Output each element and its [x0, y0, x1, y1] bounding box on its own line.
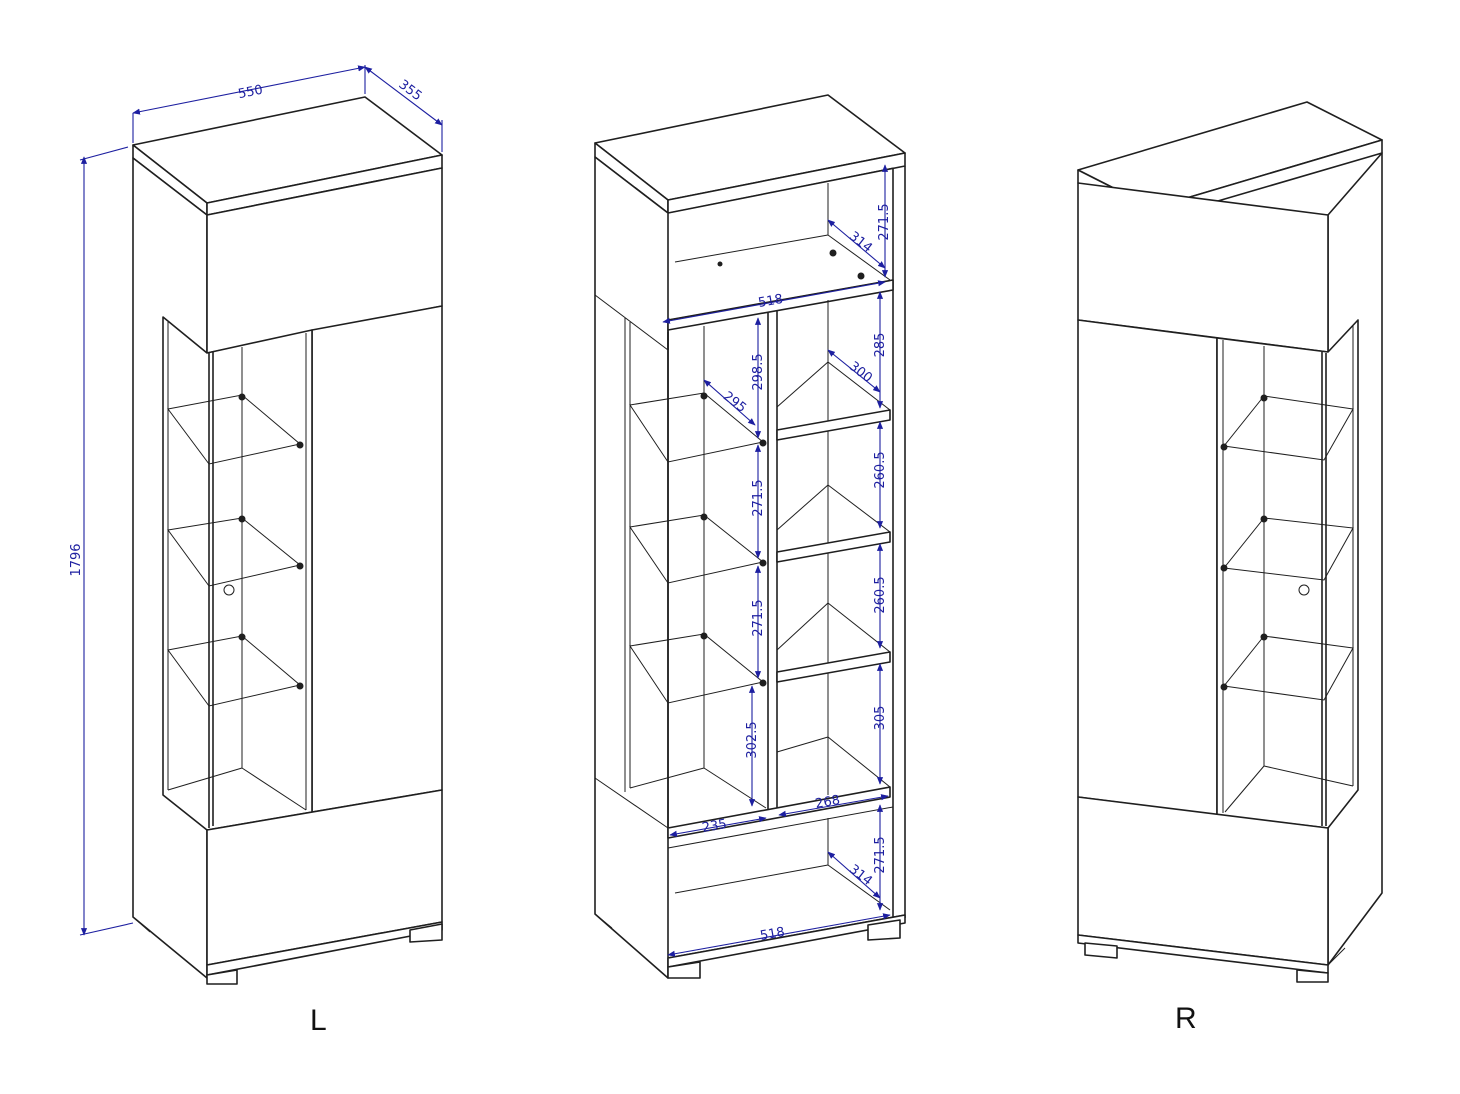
dim-right-bottom-width: 268: [814, 793, 841, 812]
dim-depth: 355: [396, 77, 425, 104]
dim-right-1: 285: [873, 333, 888, 358]
label-right: R: [1175, 1002, 1197, 1035]
dim-bottom-height: 271.5: [873, 836, 888, 873]
dim-right-shelf-depth: 300: [846, 359, 875, 386]
dim-left-2: 271.5: [751, 479, 766, 516]
dim-right-3: 260.5: [873, 576, 888, 613]
dim-right-4: 305: [873, 706, 888, 731]
dim-height: 1796: [69, 543, 84, 576]
dim-left-4: 302.5: [745, 721, 760, 758]
left-glass-opening: [162, 316, 313, 831]
dim-right-2: 260.5: [873, 451, 888, 488]
dim-left-1: 298.5: [751, 353, 766, 390]
dim-width: 550: [237, 83, 264, 102]
cabinet-left: 550 355 1796: [69, 65, 443, 985]
cabinet-middle: 271.5 314 518 285 300 260.5 260.5 305 29…: [594, 94, 906, 979]
label-left: L: [310, 1004, 327, 1037]
dim-left-3: 271.5: [751, 599, 766, 636]
cabinet-right: [1077, 101, 1383, 983]
dim-bottom-depth: 314: [846, 862, 875, 889]
dim-bottom-width: 518: [759, 925, 786, 944]
dim-top-height: 271.5: [877, 203, 892, 240]
dim-glass-depth: 295: [720, 389, 749, 416]
dim-left-bottom-width: 235: [701, 817, 728, 836]
left-door: [311, 305, 443, 813]
dim-top-shelf-width: 518: [757, 292, 784, 311]
dim-top-depth: 314: [846, 229, 875, 256]
